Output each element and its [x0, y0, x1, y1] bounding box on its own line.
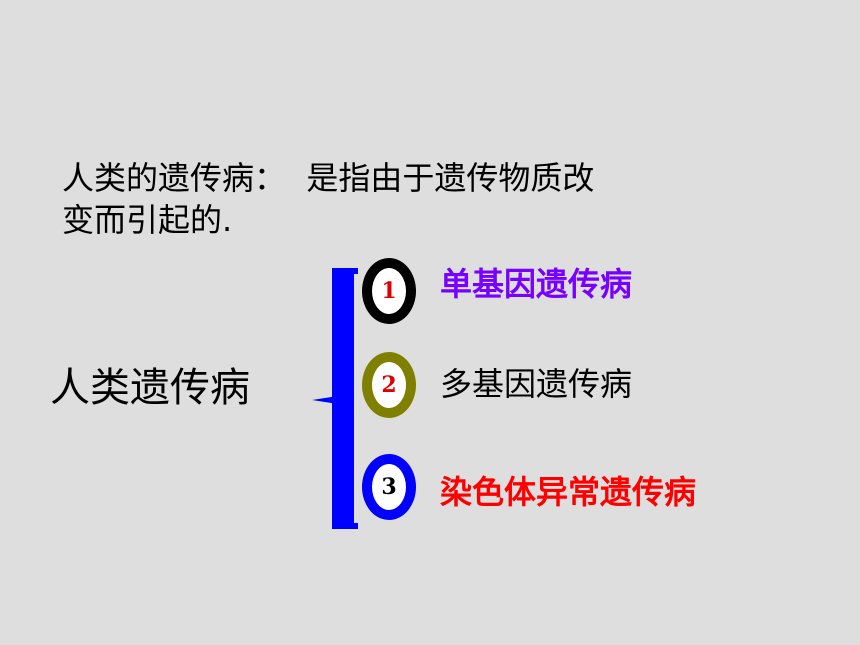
brace-bar — [332, 270, 354, 529]
number-2: 2 — [381, 372, 397, 398]
brace-tip — [312, 396, 338, 404]
item-label-single-gene: 单基因遗传病 — [440, 265, 633, 303]
item-label-chromosomal: 染色体异常遗传病 — [440, 473, 697, 511]
main-category-label: 人类遗传病 — [50, 365, 250, 411]
brace-bottom-serif — [332, 523, 358, 529]
number-circle-3: 3 — [362, 454, 416, 520]
definition-line-2: 变而引起的. — [62, 201, 233, 239]
number-circle-2: 2 — [362, 352, 416, 418]
definition-text: 人类的遗传病： 是指由于遗传物质改 变而引起的. — [62, 157, 762, 241]
number-3: 3 — [381, 474, 397, 500]
number-circle-1: 1 — [362, 258, 416, 324]
definition-line-1: 人类的遗传病： 是指由于遗传物质改 — [62, 159, 595, 197]
brace-top-serif — [332, 268, 358, 274]
number-1: 1 — [381, 278, 397, 304]
item-label-multi-gene: 多基因遗传病 — [440, 365, 633, 403]
